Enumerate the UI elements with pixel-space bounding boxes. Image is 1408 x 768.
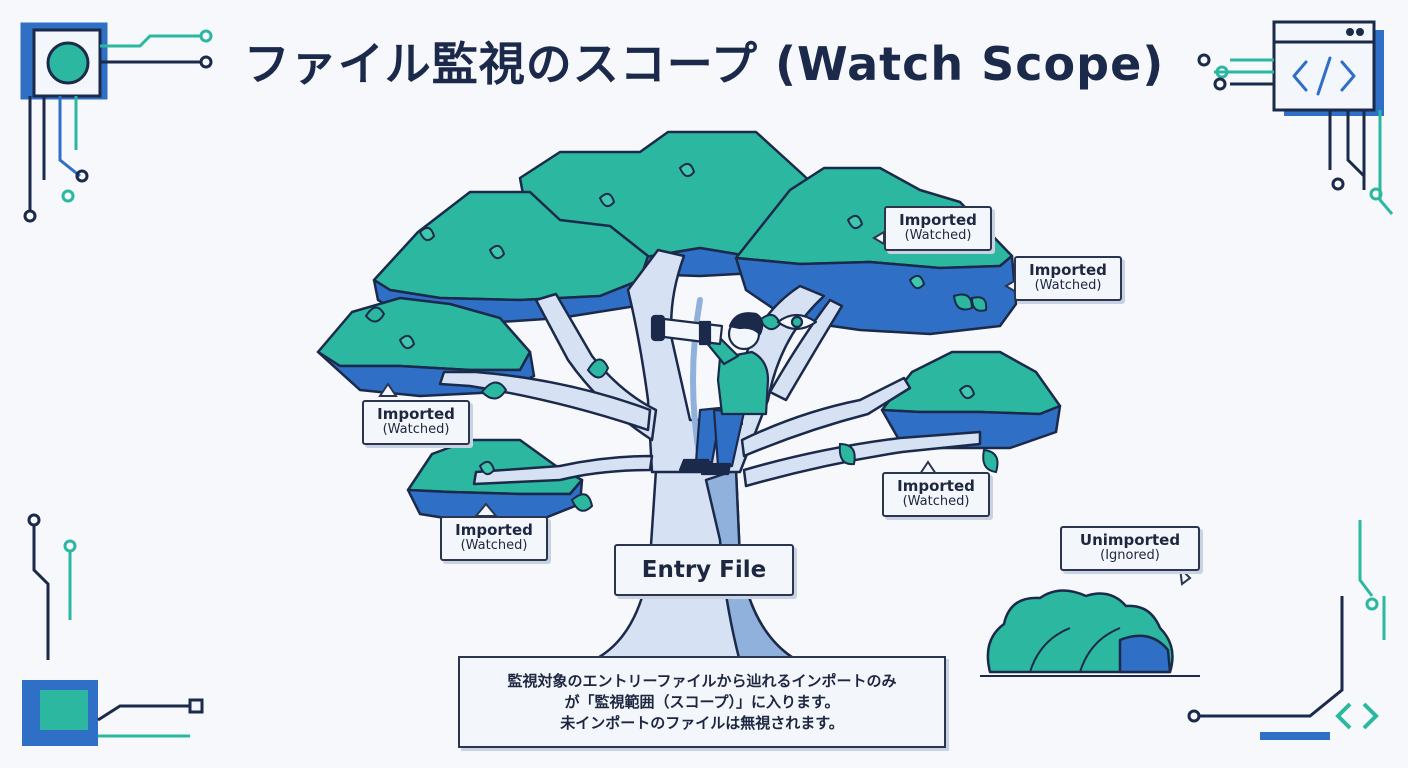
unimported-label: Unimported (Ignored) [1060,526,1200,572]
circuit-bottom-right [1187,520,1386,740]
circuit-node-icon [46,41,90,85]
label-line2: (Watched) [460,538,528,554]
imported-label-4: Imported (Watched) [440,516,548,562]
label-line1: Imported [899,211,977,229]
circuit-bottom-left [22,513,204,746]
label-line1: Imported [377,405,455,423]
imported-label-1: Imported (Watched) [884,206,992,252]
note-line-1: 監視対象のエントリーファイルから辿れるインポートのみ [507,672,897,690]
watcher-figure [650,312,818,476]
page-title: ファイル監視のスコープ (Watch Scope) [243,37,1165,91]
note-line-2: が「監視範囲（スコープ）」に入ります。 [564,693,840,711]
label-line1: Imported [1029,261,1107,279]
imported-label-2: Imported (Watched) [1014,256,1122,302]
note-line-3: 未インポートのファイルは無視されます。 [560,714,844,732]
label-line2: (Ignored) [1100,548,1160,564]
label-line2: (Watched) [902,494,970,510]
circuit-top-right [1197,20,1394,215]
unimported-bush [986,589,1174,674]
imported-label-3: Imported (Watched) [362,400,470,446]
label-line1: Imported [897,477,975,495]
label-line2: (Watched) [1034,278,1102,294]
code-brackets-icon [1292,56,1356,96]
canopy-right [880,350,1062,450]
label-line2: (Watched) [382,422,450,438]
canopy-leaf-marks [398,162,976,476]
imported-label-5: Imported (Watched) [882,472,990,518]
explanation-note: 監視対象のエントリーファイルから辿れるインポートのみ が「監視範囲（スコープ）」… [458,656,946,748]
label-line2: (Watched) [904,228,972,244]
label-line1: Unimported [1079,531,1181,549]
label-line1: Imported [455,521,533,539]
entry-file-label: Entry File [614,544,794,596]
